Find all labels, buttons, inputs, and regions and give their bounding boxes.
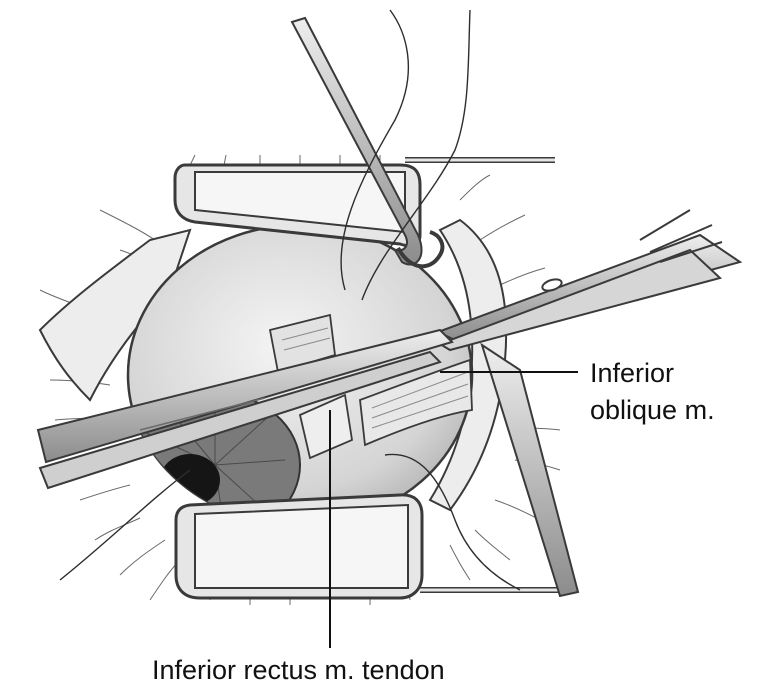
muscle-fibers bbox=[281, 327, 469, 429]
surgical-forceps bbox=[36, 328, 454, 490]
tendon-stump bbox=[298, 393, 353, 460]
eyelid-speculum-upper bbox=[173, 157, 555, 248]
eyelid-speculum-lower bbox=[174, 493, 560, 600]
pupil bbox=[160, 454, 220, 506]
muscle-hook bbox=[290, 16, 445, 269]
leader-lines bbox=[329, 371, 578, 648]
label-inferior-rectus-tendon: Inferior rectus m. tendon bbox=[152, 655, 445, 685]
label-inferior-oblique-line1: Inferior bbox=[590, 358, 675, 388]
label-inferior-oblique-line2: oblique m. bbox=[590, 395, 715, 425]
surgical-scissors bbox=[435, 209, 743, 352]
inferior-rectus-tendon bbox=[268, 313, 336, 374]
suture-threads bbox=[59, 9, 521, 591]
muscle-hook-right bbox=[480, 342, 580, 598]
